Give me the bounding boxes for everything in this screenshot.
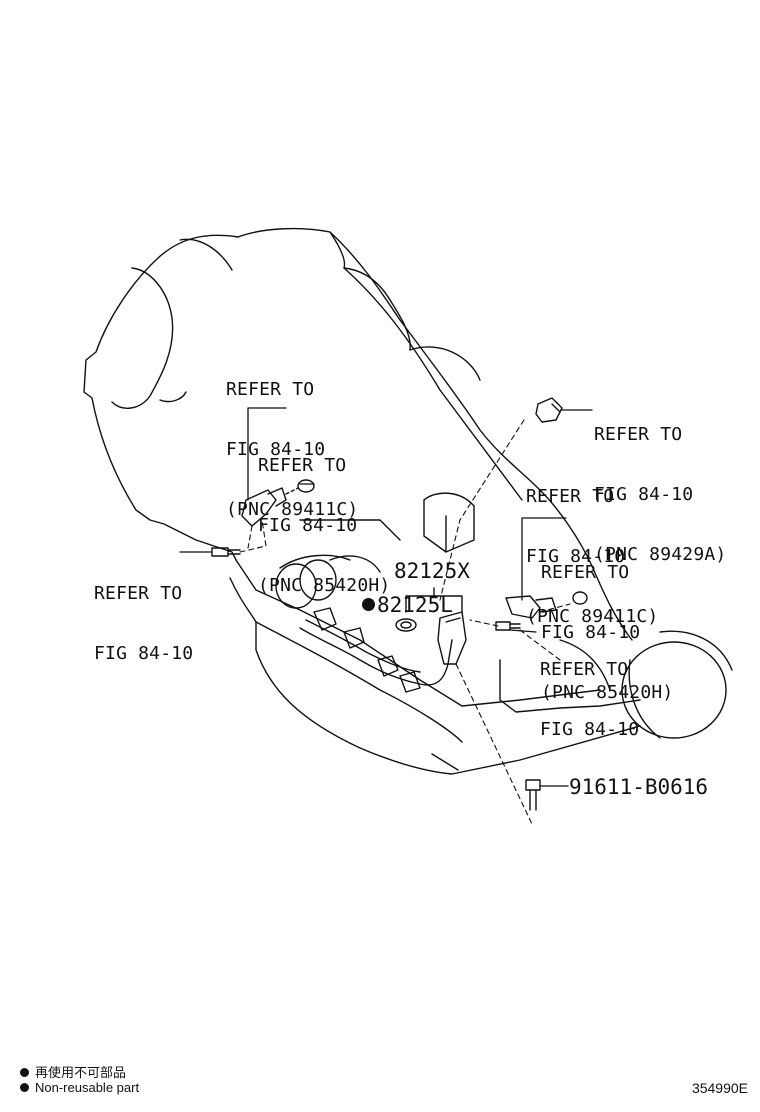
callout-top-left-2: REFER TO FIG 84-10 (PNC 85420H) — [258, 416, 390, 616]
bottom-bolt — [525, 779, 541, 791]
callout-line: FIG 84-10 — [226, 439, 326, 460]
part-number-wire-harness[interactable]: 82125X — [394, 559, 470, 583]
pressure-switch — [535, 397, 563, 423]
callout-right-bolt: REFER TO FIG 84-10 — [540, 620, 639, 760]
legend-text: 再使用不可部品 — [35, 1065, 127, 1080]
part-number-bolt[interactable]: 91611-B0616 — [569, 775, 709, 799]
callout-left-bolt: REFER TO FIG 84-10 — [94, 544, 193, 684]
callout-right-3: REFER TO FIG 84-10 (PNC 85420H) — [541, 523, 673, 723]
callout-line: (PNC 89411C) — [226, 499, 359, 520]
callout-top-left-1: REFER TO FIG 84-10 (PNC 89411C) — [226, 340, 358, 540]
callout-line: REFER TO — [258, 455, 347, 476]
bell-housing-outline — [83, 234, 239, 561]
o-ring — [395, 618, 417, 632]
legend-jp: 再使用不可部品 — [20, 1062, 126, 1081]
callout-line: REFER TO — [226, 379, 315, 400]
left-sensor — [241, 489, 277, 527]
figure-id: 354990E — [691, 1080, 748, 1096]
left-bolt — [211, 547, 229, 557]
callout-line: REFER TO — [94, 583, 183, 604]
callout-line: (PNC 85420H) — [258, 575, 391, 596]
callout-line: FIG 84-10 — [94, 643, 194, 664]
part-number-text: 82125L — [377, 593, 453, 617]
part-number-nonreusable[interactable]: 82125L — [362, 594, 453, 616]
callout-line: REFER TO — [540, 659, 629, 680]
right-sensor — [505, 595, 541, 619]
callout-line: (PNC 89429A) — [594, 544, 727, 565]
callout-right-1: REFER TO FIG 84-10 (PNC 89429A) — [594, 385, 726, 585]
callout-line: FIG 84-10 — [526, 546, 626, 567]
nonreusable-dot-icon — [20, 1083, 29, 1093]
callout-line: FIG 84-10 — [258, 515, 358, 536]
callout-line: (PNC 85420H) — [541, 682, 674, 703]
callout-right-2: REFER TO FIG 84-10 (PNC 89411C) — [526, 447, 658, 647]
legend-en: Non-reusable part — [20, 1080, 139, 1095]
callout-line: REFER TO — [594, 424, 683, 445]
callout-line: FIG 84-10 — [540, 719, 640, 740]
callout-line: REFER TO — [541, 562, 630, 583]
nonreusable-dot-icon — [20, 1068, 29, 1078]
wire-harness-outline — [299, 627, 453, 686]
callout-line: FIG 84-10 — [594, 484, 694, 505]
callout-line: (PNC 89411C) — [526, 606, 659, 627]
callout-line: FIG 84-10 — [541, 622, 641, 643]
legend-text: Non-reusable part — [35, 1080, 140, 1095]
nonreusable-dot-icon — [362, 597, 375, 611]
callout-line: REFER TO — [526, 486, 615, 507]
